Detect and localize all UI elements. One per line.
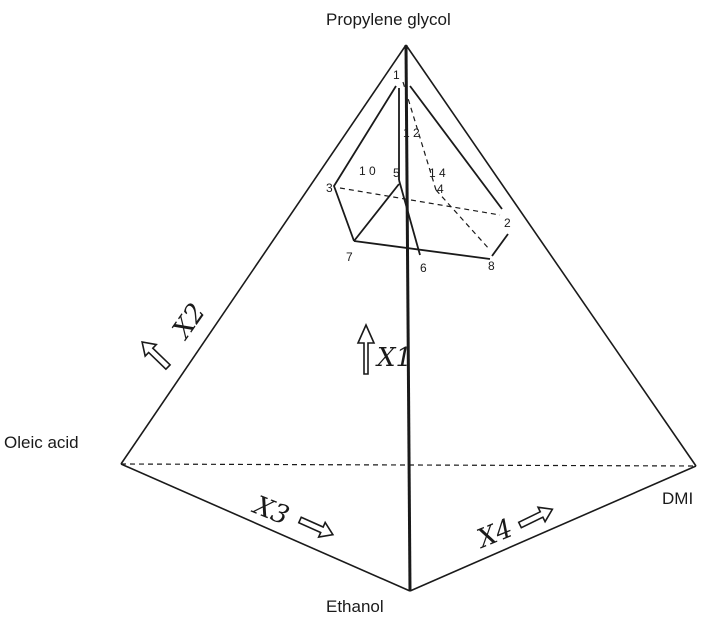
region-edge-1-2	[409, 85, 503, 210]
x2-arrow-icon	[141, 340, 172, 371]
region-edge-2-8	[491, 233, 509, 257]
point-label-8: 8	[488, 259, 495, 273]
region-edge-5-6	[398, 179, 421, 256]
region-edge-1-3-7	[333, 85, 397, 242]
edge-glycol-oleic	[120, 44, 407, 465]
point-label-7: 7	[346, 250, 353, 264]
x4-label: X4	[472, 514, 518, 556]
point-label-4: 4	[437, 182, 444, 196]
design-point-labels: 1 1 2 1 0 5 1 4 3 4 2 7 6 8	[326, 68, 511, 275]
edge-glycol-dmi	[405, 44, 697, 467]
x3-arrow-icon	[297, 516, 335, 539]
region-edge-4-8-hidden	[435, 189, 491, 251]
region-edge-3-2-hidden	[339, 187, 501, 216]
region-edge-7-8	[353, 240, 491, 260]
point-label-10: 1 0	[359, 164, 376, 178]
point-label-12: 1 2	[403, 126, 420, 140]
point-label-14: 1 4	[429, 166, 446, 180]
vertex-labels: Propylene glycol Oleic acid DMI Ethanol	[4, 10, 693, 616]
edge-oleic-ethanol	[120, 463, 411, 592]
design-region	[333, 81, 509, 260]
x2-indicator: X2	[141, 298, 212, 371]
vertex-label-dmi: DMI	[662, 489, 693, 508]
vertex-label-oleic-acid: Oleic acid	[4, 433, 79, 452]
x1-indicator: X1	[356, 323, 412, 375]
point-label-6: 6	[420, 261, 427, 275]
x1-label: X1	[375, 343, 412, 373]
x3-indicator: X3	[248, 490, 335, 539]
x3-label: X3	[248, 490, 294, 532]
edge-dmi-ethanol	[409, 465, 697, 592]
point-label-1: 1	[393, 68, 400, 82]
x1-arrow-icon	[356, 323, 376, 375]
region-edge-7-5	[353, 183, 400, 242]
x4-arrow-icon	[517, 506, 554, 529]
tetrahedron-edges	[120, 44, 697, 592]
point-label-3: 3	[326, 181, 333, 195]
x4-indicator: X4	[472, 506, 554, 556]
region-edge-1-4-hidden	[402, 81, 437, 191]
point-label-2: 2	[504, 216, 511, 230]
edge-oleic-dmi-hidden	[120, 463, 697, 467]
edge-glycol-ethanol	[404, 44, 412, 592]
x2-label: X2	[166, 298, 212, 346]
vertex-label-propylene-glycol: Propylene glycol	[326, 10, 451, 29]
point-label-5: 5	[393, 166, 400, 180]
vertex-label-ethanol: Ethanol	[326, 597, 384, 616]
